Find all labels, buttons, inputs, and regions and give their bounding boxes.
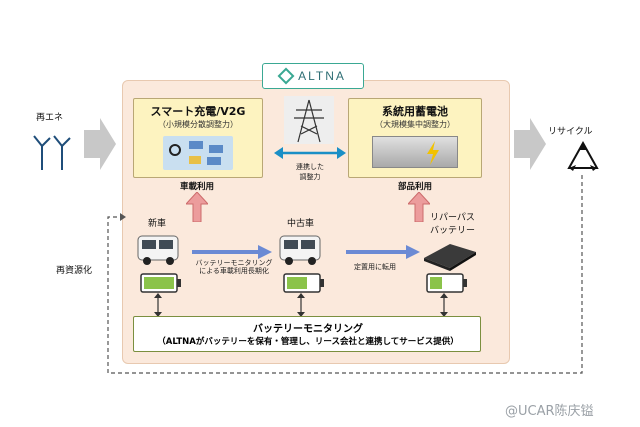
battery-icon (283, 273, 324, 293)
parts-use-label: 部品利用 (398, 182, 433, 192)
monitoring-arrow-icon (192, 245, 272, 259)
monitoring-arrow-line2: による車載利用長期化 (199, 267, 269, 275)
used-car-label: 中古車 (287, 219, 315, 229)
smart-charging-title: スマート充電/V2G (150, 105, 246, 118)
smart-charging-subtitle: （小規模分散調整力） (158, 120, 238, 129)
wind-turbine-icon (33, 135, 71, 170)
battery-monitoring-box: バッテリーモニタリング （ALTNAがバッテリーを保有・管理し、リース会社と連携… (133, 316, 481, 352)
monitoring-link-arrow-icon (154, 293, 162, 317)
coordination-double-arrow-icon (274, 147, 346, 159)
grid-storage-title: 系統用蓄電池 (382, 105, 448, 118)
monitoring-description: （ALTNAがバッテリーを保有・管理し、リース会社と連携してサービス提供） (157, 337, 459, 347)
monitoring-link-arrow-icon (440, 293, 448, 317)
renewable-energy-label: 再エネ (36, 113, 64, 123)
lightning-icon (427, 141, 439, 165)
car-icon (189, 141, 203, 149)
logo-mark-icon (277, 67, 295, 85)
car-icon (207, 157, 221, 165)
vehicle-use-up-arrow-icon (186, 192, 208, 222)
new-car-icon (137, 235, 179, 265)
monitoring-title: バッテリーモニタリング (253, 324, 363, 335)
repurposed-battery-pack-icon (424, 244, 476, 271)
logo-text: ALTNA (298, 69, 346, 83)
grid-storage-box: 系統用蓄電池 （大規模集中調整力） (348, 98, 482, 178)
storage-battery-illustration (372, 136, 458, 168)
watermark: @UCAR陈庆镒 (505, 404, 594, 419)
coordination-line2: 調整力 (299, 173, 321, 181)
battery-icon (426, 273, 467, 293)
recycling-loop-dashed-line (107, 175, 583, 374)
stationary-use-arrow-icon (346, 245, 420, 259)
altna-logo: ALTNA (262, 63, 364, 89)
input-arrow-icon (84, 118, 116, 170)
ev-charger-icon (169, 144, 181, 156)
monitoring-arrow-line1: バッテリーモニタリング (195, 259, 273, 267)
car-icon (189, 156, 201, 164)
recycle-label: リサイクル (548, 127, 593, 137)
coordination-line1: 連携した (296, 163, 324, 171)
power-pylon-icon (284, 96, 334, 144)
vehicle-use-label: 車載利用 (180, 182, 215, 192)
reresource-label: 再資源化 (56, 266, 93, 276)
battery-icon (140, 273, 181, 293)
smart-charging-box: スマート充電/V2G （小規模分散調整力） (133, 98, 263, 178)
recycle-icon (567, 140, 599, 171)
monitoring-link-arrow-icon (297, 293, 305, 317)
charging-station-illustration (163, 136, 233, 170)
parts-use-up-arrow-icon (408, 192, 430, 222)
repurpose-label-line1: リパーパス (430, 213, 475, 223)
stationary-use-label: 定置用に転用 (354, 263, 396, 271)
car-icon (209, 145, 223, 153)
repurpose-label-line2: バッテリー (430, 226, 476, 236)
grid-storage-subtitle: （大規模集中調整力） (375, 120, 455, 129)
new-car-label: 新車 (148, 219, 167, 229)
output-arrow-icon (514, 118, 546, 170)
used-car-icon (279, 235, 321, 265)
